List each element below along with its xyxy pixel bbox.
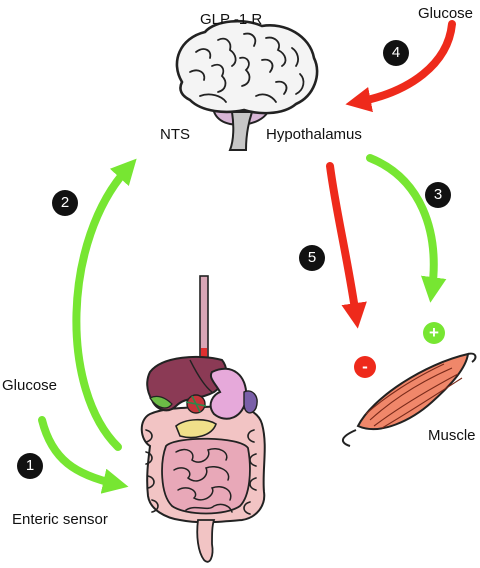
step-badge-5: 5 [299,245,325,271]
step-badge-4: 4 [383,40,409,66]
arrow-step-2 [72,158,137,451]
glucose-top-label: Glucose [418,5,474,22]
muscle-label: Muscle [428,427,476,444]
arrow-step-4 [345,20,456,113]
enteric-sensor-label: Enteric sensor [12,511,108,528]
hypothalamus-label: Hypothalamus [266,126,362,143]
plus-sign: + [423,322,445,344]
arrow-step-3 [366,154,447,303]
arrow-step-5 [326,162,367,329]
nts-label: NTS [160,126,190,143]
step-badge-2: 2 [52,190,78,216]
digestive-system-icon [140,275,266,563]
glp1r-label: GLP -1 R [200,11,263,28]
step-badge-1: 1 [17,453,43,479]
glucose-left-label: Glucose [2,377,58,394]
arrow-step-1 [38,416,129,494]
muscle-icon [341,352,477,447]
minus-sign: - [354,356,376,378]
step-badge-3: 3 [425,182,451,208]
brain-icon [175,19,319,151]
